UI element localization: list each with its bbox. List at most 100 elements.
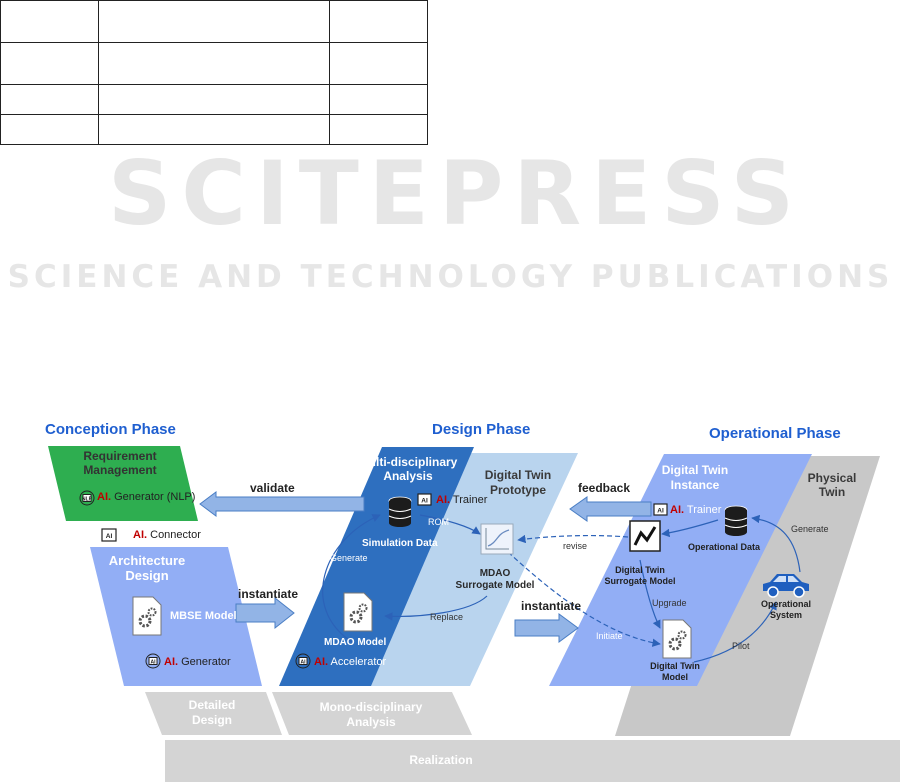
validate-arrow [199,491,365,517]
replace-arrow [384,595,488,621]
detailed-design-bar [145,692,282,735]
acc-text: Accelerator [330,656,387,668]
simulation-data-label: Simulation Data [362,538,438,549]
ai-mark: AI. [670,504,685,516]
replace-label: Replace [430,612,464,622]
chart-icon [629,520,661,552]
operational-phase-title: Operational Phase [709,425,841,442]
generate-arrow [322,514,381,643]
design-ai-trainer: AI. Trainer [436,494,487,506]
validate-label: validate [250,481,295,495]
table-cell [98,114,330,145]
trainer-arrow [661,519,719,538]
mdao-surrogate-label: MDAO Surrogate Model [455,568,535,591]
upgrade-label: Upgrade [652,598,687,608]
svg-text:AI: AI [657,508,664,515]
realization-bar [165,740,900,782]
generate-label: Generate [330,553,368,563]
svg-text:AI: AI [301,660,307,666]
architecture-panel [90,547,262,686]
gear-document-icon [662,619,692,659]
pilot-label: Pilot [732,641,750,651]
database-icon [724,505,748,536]
op-generate-label: Generate [791,524,829,534]
feedback-arrow [569,496,652,522]
design-trainer-text: Trainer [452,494,488,506]
ai-chip-icon: AI [145,653,161,669]
initiate-arrow [507,551,661,647]
initiate-label: Initiate [596,631,623,641]
operational-data-label: Operational Data [688,542,761,552]
ai-chip-icon: AI [653,503,668,516]
ai-chip-icon: NLP [79,490,95,506]
table-cell [329,0,428,43]
architecture-label: Architecture Design [108,553,186,583]
svg-text:NLP: NLP [82,497,93,503]
ai-mark: AI. [164,656,179,668]
requirement-label: Requirement Management [83,449,157,477]
connector-text: Connector [150,529,201,541]
table-cell [329,84,428,115]
design-phase-title: Design Phase [432,421,531,438]
rom-arrow [419,514,481,535]
instantiate-label-2: instantiate [521,599,582,613]
top-table [0,0,428,145]
ai-chip-icon: AI [101,528,117,542]
gear-document-icon [132,596,162,636]
svg-text:AI: AI [106,533,113,540]
ai-mark: AI. [133,529,148,541]
gear-document-icon [343,592,373,632]
op-trainer-text: Trainer [686,504,722,516]
realization-label: Realization [409,753,473,767]
gen-text: Generator [181,656,231,668]
mdao-model-label: MDAO Model [324,637,387,648]
req-ai-generator: AI. Generator (NLP) [97,491,195,503]
car-icon [763,574,809,598]
dts-label: Digital Twin Surrogate Model [604,565,676,586]
instantiate-arrow-1 [235,596,295,630]
feedback-label: feedback [578,481,631,495]
ai-mark: AI. [314,656,329,668]
rom-label: ROM [428,517,449,527]
mono-analysis-label: Mono-disciplinary Analysis [319,700,423,729]
watermark-subtitle: SCIENCE AND TECHNOLOGY PUBLICATIONS [7,259,894,295]
detailed-design-label: Detailed Design [188,698,236,727]
mbse-label: MBSE Model [170,610,237,622]
revise-label: revise [563,541,588,551]
table-cell [329,114,428,145]
digital-twin-prototype-panel [358,453,578,686]
mda-label: Multi-disciplinary Analysis [358,455,458,483]
op-ai-trainer: AI. Trainer [670,504,721,516]
watermark-title: SCITEPRESS [107,142,805,245]
mono-analysis-bar [272,692,472,735]
multi-disciplinary-panel [279,447,474,686]
ai-accelerator: AI. Accelerator [314,656,386,668]
chart-icon [480,523,514,555]
ai-mark: AI. [97,491,112,503]
table-cell [329,42,428,85]
ai-chip-icon: AI [417,493,432,506]
svg-text:AI: AI [151,660,157,666]
database-icon [388,496,412,527]
table-cell [0,84,99,115]
revise-arrow [517,534,629,544]
ai-connector: AI. Connector [133,529,201,541]
dtm-label: Digital Twin Model [650,661,700,682]
requirement-panel [48,446,198,521]
instantiate-arrow-2 [514,613,579,643]
table-cell [0,114,99,145]
instantiate-label-1: instantiate [238,587,299,601]
svg-text:AI: AI [421,498,428,505]
conception-phase-title: Conception Phase [45,421,176,438]
physical-twin-label: Physical Twin [807,471,857,499]
dti-label: Digital Twin Instance [661,463,729,492]
pilot-arrow [693,601,777,663]
req-ai-text: Generator (NLP) [114,491,196,503]
op-generate-arrow [751,514,801,573]
ai-chip-icon: AI [295,653,311,669]
upgrade-arrow [639,559,661,629]
ai-mark: AI. [436,494,451,506]
ai-generator: AI. Generator [164,656,231,668]
dtp-label: Digital Twin Prototype [484,468,552,497]
